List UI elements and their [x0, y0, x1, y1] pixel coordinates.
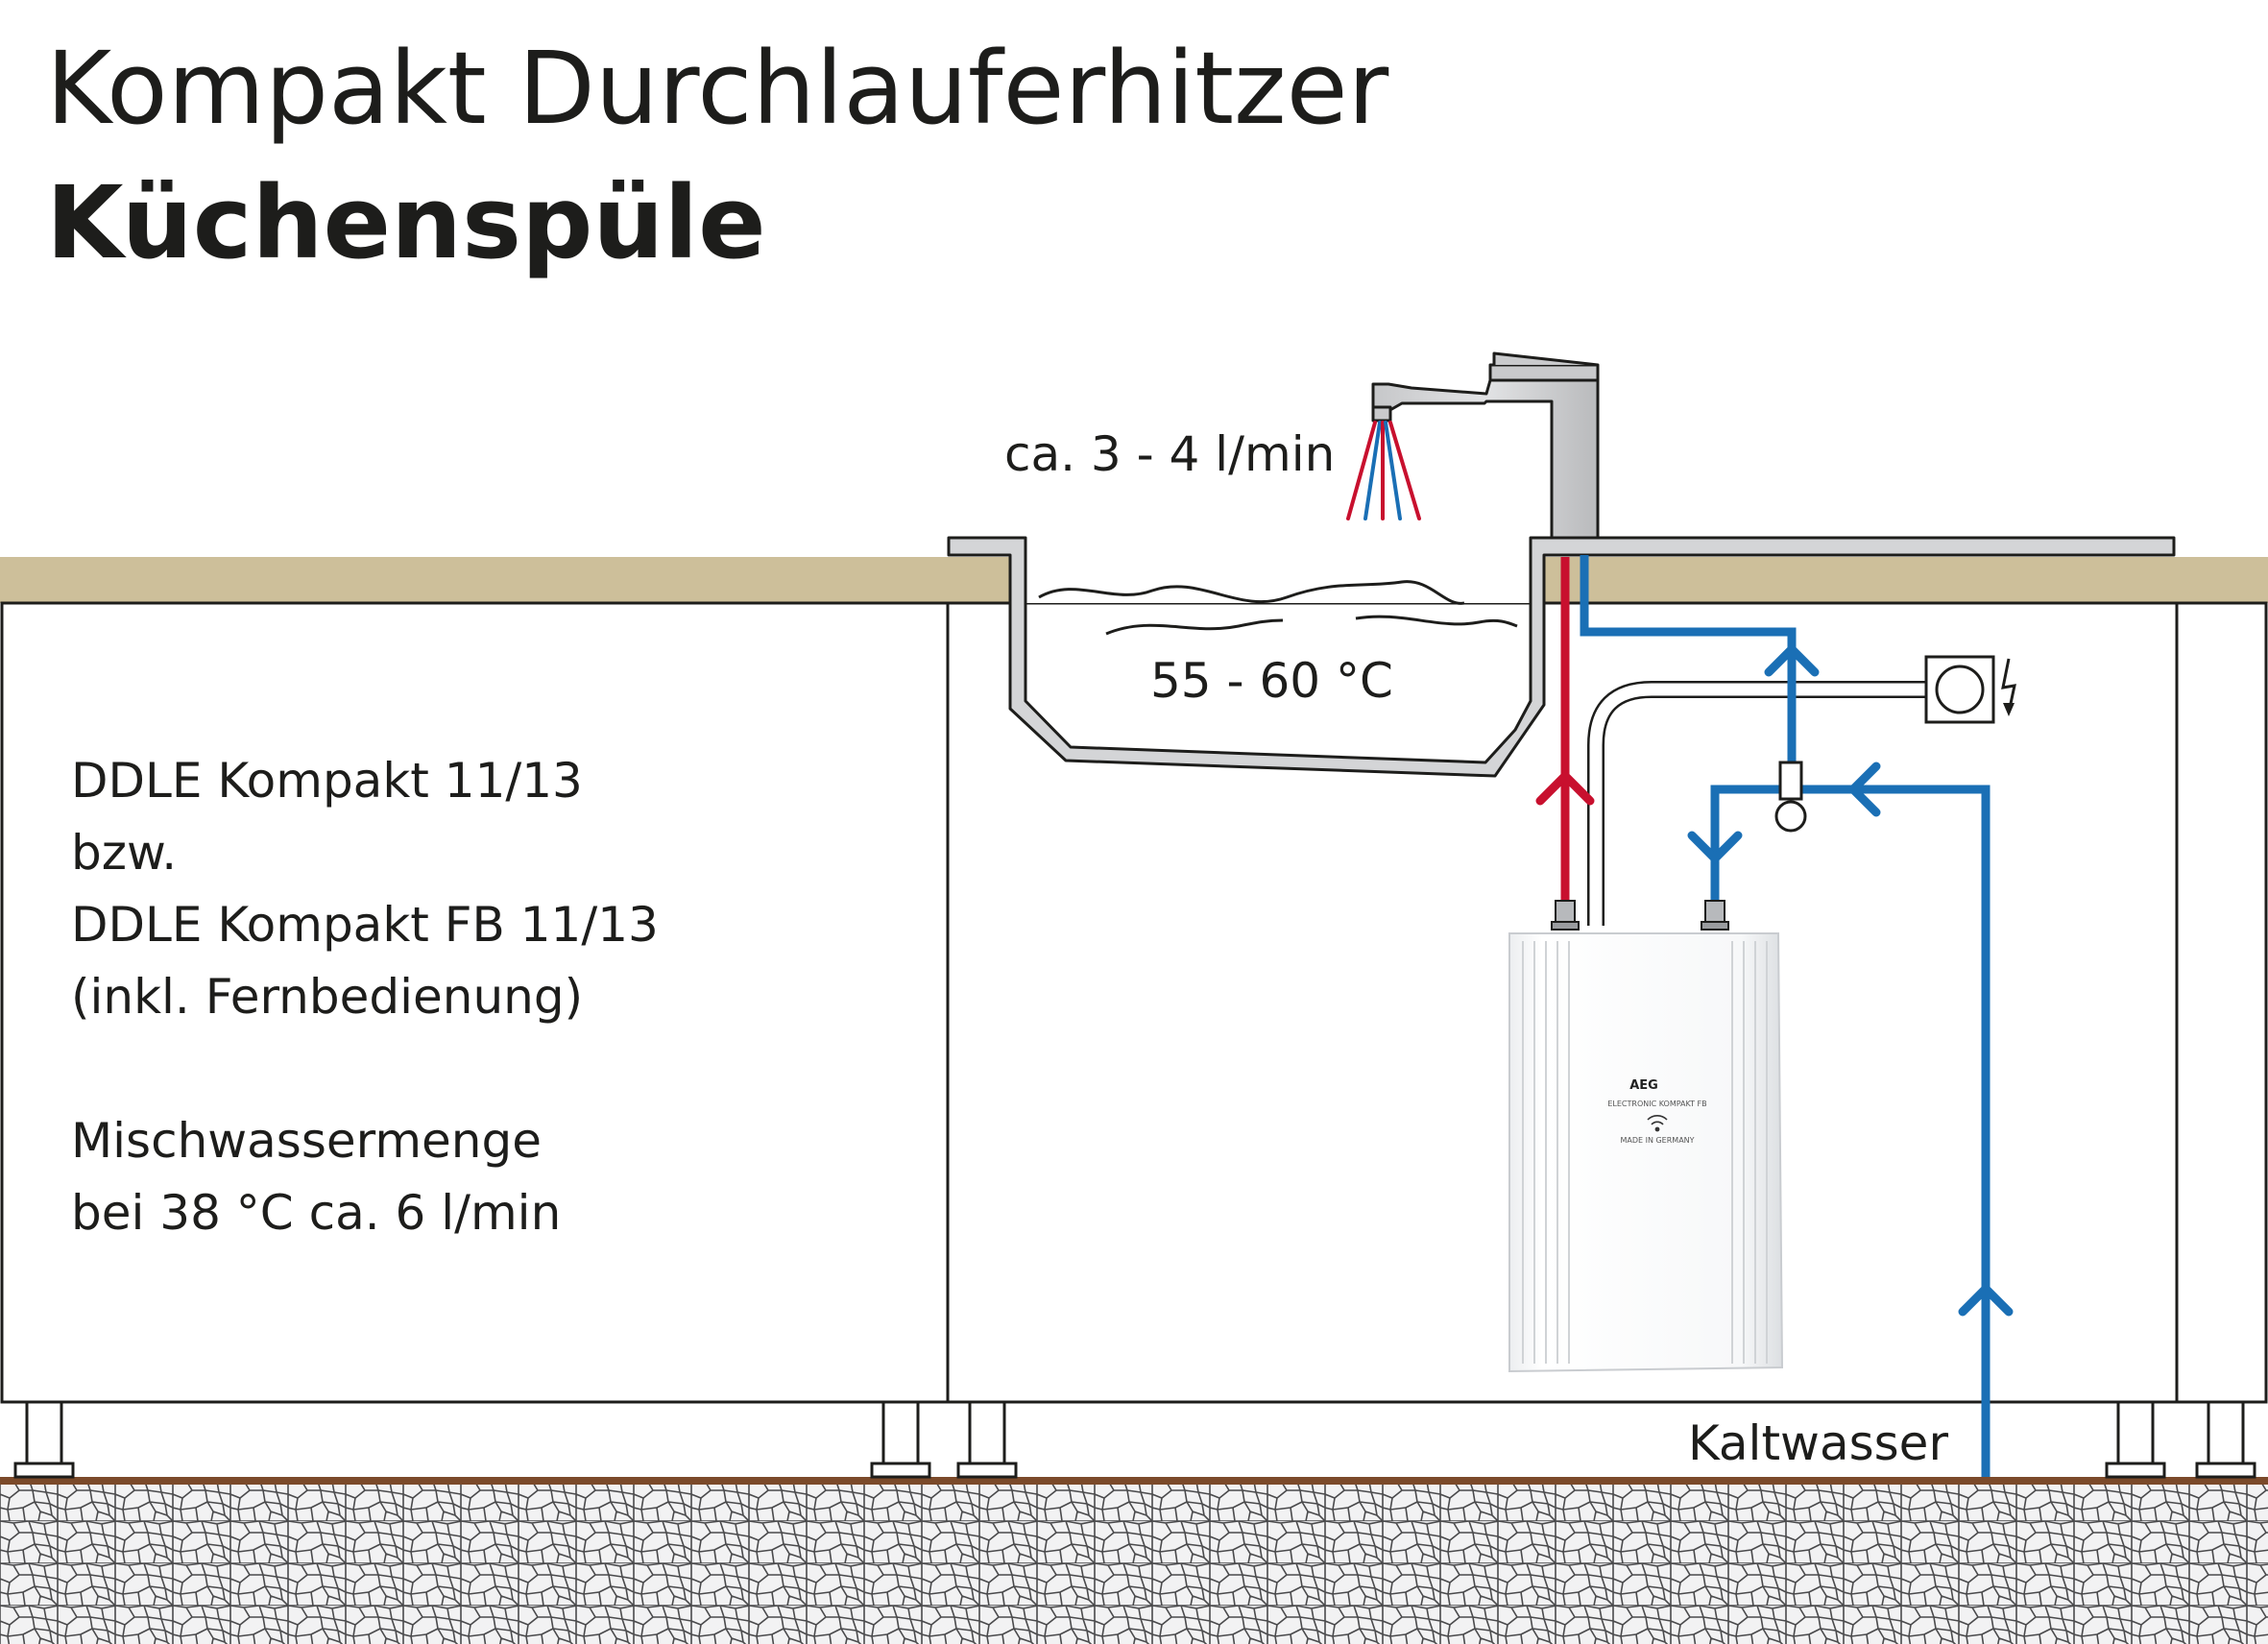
cabinet-legs: [13, 1400, 2256, 1479]
product-line-4: (inkl. Fernbedienung): [71, 969, 583, 1025]
lightning-icon: [2001, 658, 2016, 716]
page-title: Kompakt Durchlauferhitzer: [46, 30, 1389, 147]
right-cabinet: [2175, 601, 2268, 1404]
product-line-1: DDLE Kompakt 11/13: [71, 753, 583, 809]
faucet-icon: [1371, 351, 1600, 540]
power-socket-icon: [1924, 655, 1995, 724]
hot-water-pipe: [1535, 557, 1595, 908]
product-description: DDLE Kompakt 11/13 bzw. DDLE Kompakt FB …: [71, 753, 659, 1241]
power-cable: [1587, 681, 1926, 926]
product-line-7: bei 38 °C ca. 6 l/min: [71, 1185, 561, 1241]
product-line-6: Mischwassermenge: [71, 1113, 542, 1169]
heater-brand: AEG: [1629, 1078, 1658, 1093]
cold-water-pipe-faucet: [1580, 555, 1820, 762]
wifi-icon: [1647, 1115, 1668, 1132]
product-line-2: bzw.: [71, 825, 177, 881]
heater-fittings: [1551, 900, 1729, 931]
product-line-3: DDLE Kompakt FB 11/13: [71, 897, 659, 953]
cold-water-label: Kaltwasser: [1688, 1415, 1948, 1471]
heater-origin: MADE IN GERMANY: [1620, 1136, 1694, 1145]
temperature-label: 55 - 60 °C: [1150, 653, 1393, 709]
flow-rate-label: ca. 3 - 4 l/min: [1004, 426, 1335, 482]
heater-model: ELECTRONIC KOMPAKT FB: [1607, 1100, 1706, 1108]
sink-basin: [947, 536, 2176, 778]
shutoff-valve-icon: [1774, 761, 1807, 833]
page-subtitle: Küchenspüle: [46, 164, 766, 281]
water-spray: [1346, 421, 1421, 520]
water-heater: AEG ELECTRONIC KOMPAKT FB MADE IN GERMAN…: [1508, 932, 1784, 1373]
gravel-ground: [0, 1477, 2268, 1644]
cold-water-pipe-main: [1687, 762, 2014, 1477]
